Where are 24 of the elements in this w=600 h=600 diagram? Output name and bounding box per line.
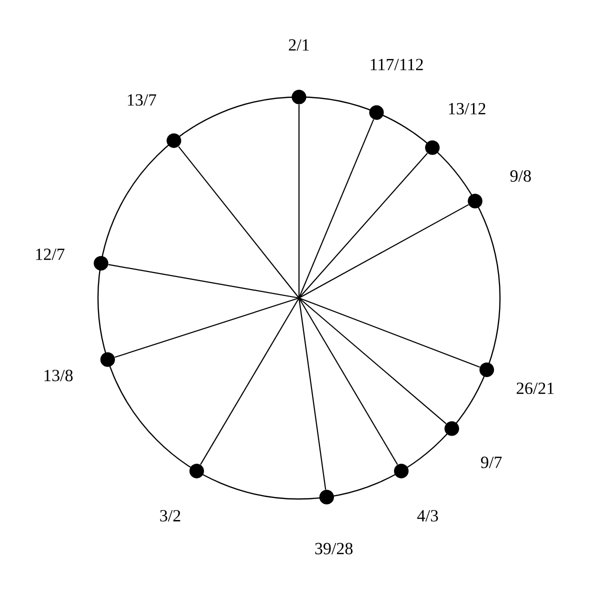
ratio-label: 4/3: [417, 510, 438, 522]
ratio-label: 117/112: [370, 58, 423, 70]
ratio-label: 2/1: [288, 39, 309, 51]
spoke-line: [178, 146, 300, 298]
ratio-label: 26/21: [516, 382, 554, 394]
spoke-line: [298, 298, 326, 490]
spoke-line: [298, 152, 428, 298]
ratio-label: 9/8: [510, 170, 531, 182]
spoke-line: [298, 297, 480, 368]
ratio-label: 12/7: [36, 248, 64, 260]
spoke-line: [200, 298, 300, 465]
spoke-line: [298, 298, 446, 424]
spoke-line: [108, 264, 300, 299]
spoke-line: [298, 298, 398, 465]
spoke-line: [298, 204, 469, 298]
ratio-label: 13/12: [449, 103, 486, 114]
ratio-label: 13/7: [128, 94, 156, 106]
ratio-label: 13/8: [44, 370, 73, 382]
ratio-label: 3/2: [160, 510, 180, 522]
spoke-line: [298, 119, 374, 298]
ratio-label: 39/28: [315, 542, 353, 554]
spoke-line: [298, 104, 300, 298]
ratio-label: 9/7: [481, 456, 502, 468]
spoke-line: [114, 297, 300, 358]
